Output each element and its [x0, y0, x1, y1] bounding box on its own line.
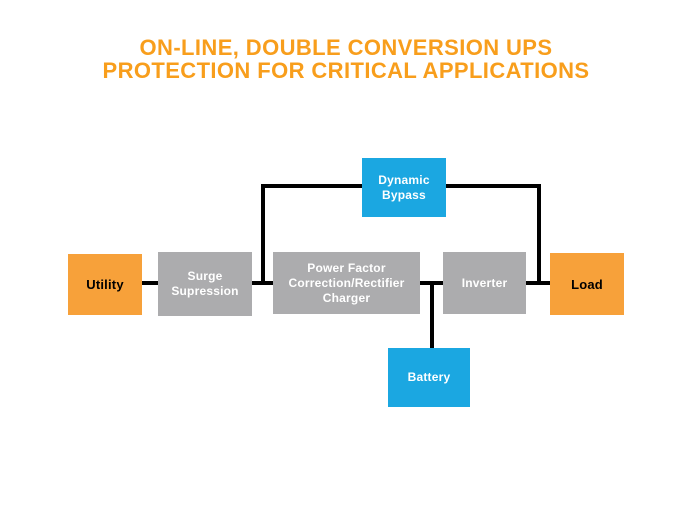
node-load: Load — [550, 253, 624, 315]
connector-bypass-left-horizontal — [261, 184, 362, 188]
node-power-factor-correction-rectifier-charger: Power Factor Correction/Rectifier Charge… — [273, 252, 420, 314]
node-surge-supression: Surge Supression — [158, 252, 252, 316]
node-battery: Battery — [388, 348, 470, 407]
diagram-title-line1: ON-LINE, DOUBLE CONVERSION UPS — [139, 35, 553, 60]
node-utility: Utility — [68, 254, 142, 315]
connector-battery-vertical — [430, 283, 434, 348]
connector-utility-surge — [140, 281, 160, 285]
connector-bypass-right-horizontal — [446, 184, 541, 188]
diagram-title: ON-LINE, DOUBLE CONVERSION UPS PROTECTIO… — [0, 36, 692, 82]
connector-bypass-right-vertical — [537, 184, 541, 285]
diagram-title-line2: PROTECTION FOR CRITICAL APPLICATIONS — [102, 58, 590, 83]
node-inverter: Inverter — [443, 252, 526, 314]
node-dynamic-bypass: Dynamic Bypass — [362, 158, 446, 217]
connector-bypass-left-vertical — [261, 184, 265, 285]
